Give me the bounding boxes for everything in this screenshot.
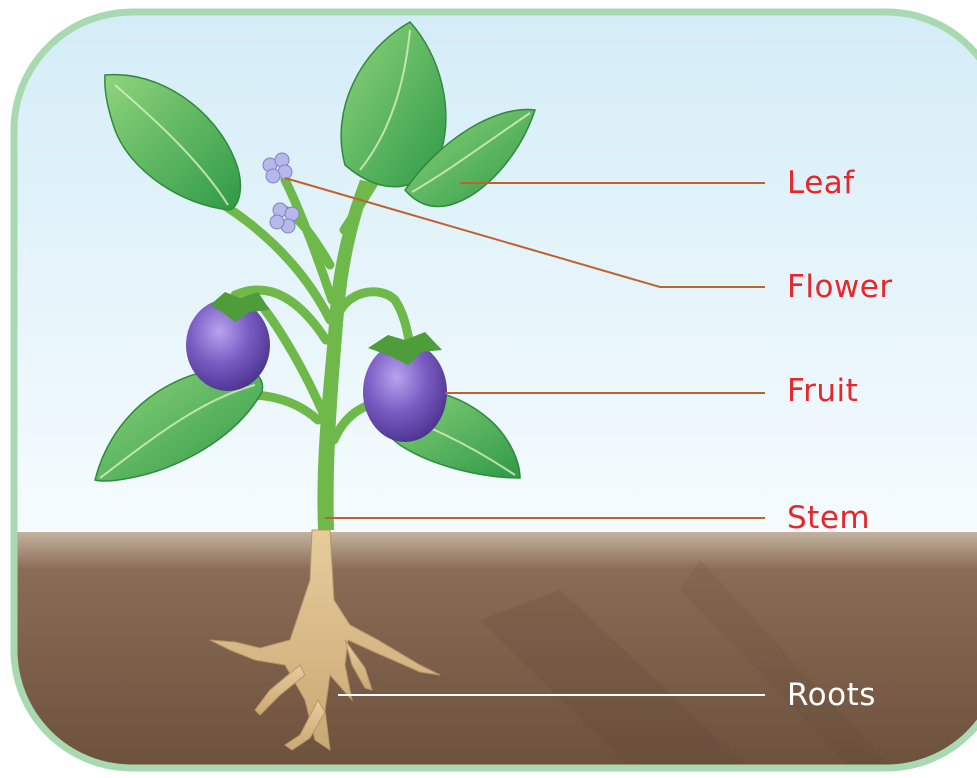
label-stem: Stem — [787, 503, 870, 534]
label-flower: Flower — [787, 272, 893, 303]
label-leaf: Leaf — [787, 168, 855, 199]
label-fruit: Fruit — [787, 376, 858, 407]
label-roots: Roots — [787, 680, 876, 711]
